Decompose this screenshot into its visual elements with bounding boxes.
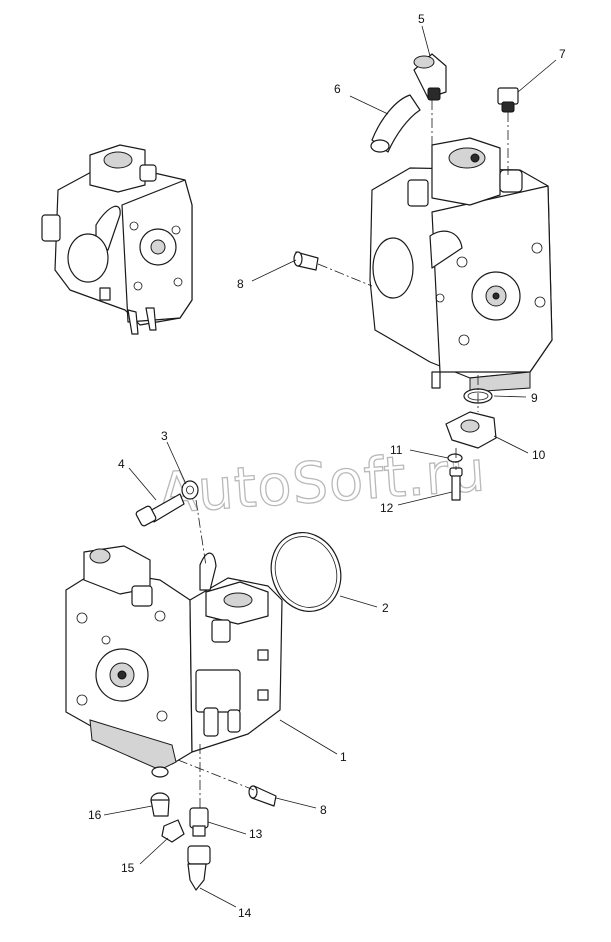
callout-7: 7 bbox=[559, 47, 566, 61]
part-2-o-ring-large bbox=[270, 532, 342, 612]
part-13-fitting bbox=[189, 807, 209, 837]
part-16-cap bbox=[150, 792, 170, 817]
part-12-bolt bbox=[449, 467, 463, 501]
part-10-flange bbox=[445, 411, 497, 449]
part-8-pin-lower bbox=[248, 785, 277, 807]
watermark: AutoSoft.ru bbox=[156, 439, 488, 527]
callout-15: 15 bbox=[121, 861, 135, 875]
part-7-plug-fitting bbox=[497, 87, 519, 113]
part-8-pin-upper bbox=[293, 251, 319, 271]
part-6-hose-sleeve bbox=[370, 94, 421, 153]
callout-1: 1 bbox=[340, 750, 347, 764]
callout-2: 2 bbox=[382, 601, 389, 615]
callout-6: 6 bbox=[334, 82, 341, 96]
callout-labels: 1 2 3 4 5 6 7 8 8 9 10 11 12 13 14 15 16 bbox=[88, 12, 566, 920]
assembly-axis-lines bbox=[177, 100, 509, 808]
callout-12: 12 bbox=[380, 501, 394, 515]
part-4-bolt bbox=[135, 493, 185, 527]
leader-lines bbox=[103, 25, 557, 908]
callout-13: 13 bbox=[249, 827, 263, 841]
callout-9: 9 bbox=[531, 391, 538, 405]
callout-14: 14 bbox=[238, 906, 252, 920]
callout-3: 3 bbox=[161, 429, 168, 443]
pump-assembly-lower bbox=[65, 545, 283, 778]
part-5-elbow-fitting bbox=[413, 53, 447, 101]
pump-assembly-upper bbox=[369, 137, 553, 393]
part-14-elbow-fitting bbox=[187, 845, 211, 891]
callout-4: 4 bbox=[118, 457, 125, 471]
callout-16: 16 bbox=[88, 808, 102, 822]
callout-10: 10 bbox=[532, 448, 546, 462]
callout-8-upper: 8 bbox=[237, 277, 244, 291]
part-11-washer bbox=[447, 453, 463, 463]
part-3-washer bbox=[181, 480, 199, 500]
callout-11: 11 bbox=[390, 443, 403, 457]
reference-pump-assembly bbox=[41, 144, 193, 335]
part-15-nut bbox=[161, 819, 185, 843]
callout-5: 5 bbox=[418, 12, 425, 26]
callout-8-lower: 8 bbox=[320, 803, 327, 817]
